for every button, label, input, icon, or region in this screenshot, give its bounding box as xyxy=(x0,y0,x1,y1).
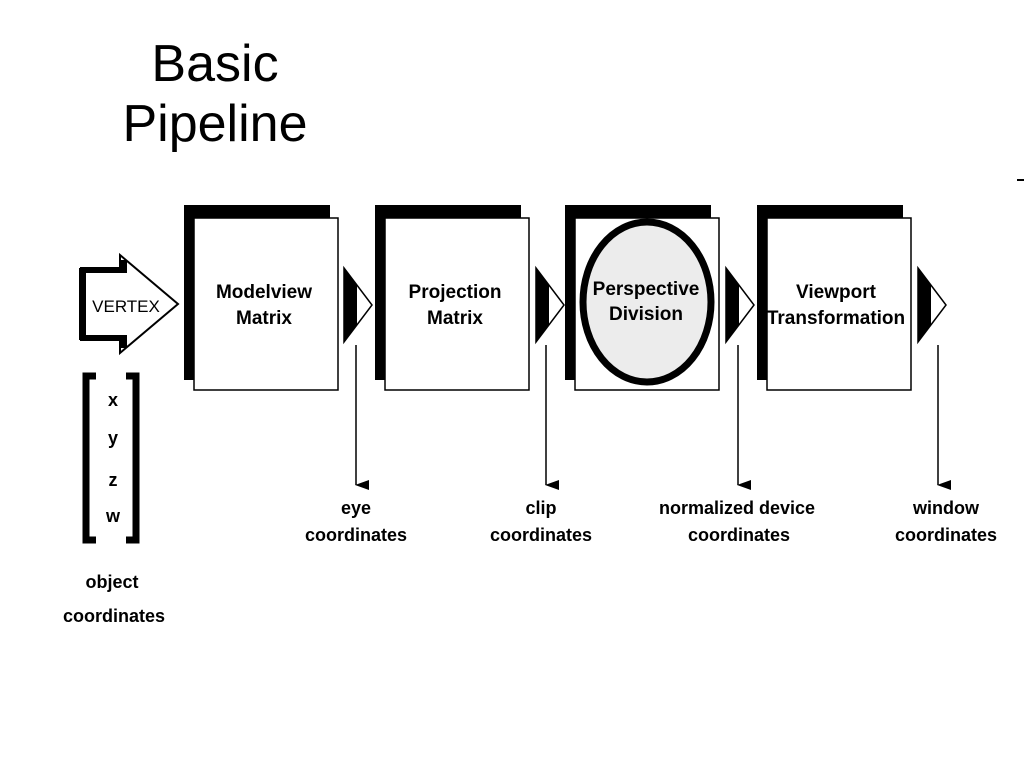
stage-viewport: Viewport Transformation xyxy=(757,205,912,391)
stage-viewport-line-2: Transformation xyxy=(767,308,905,329)
connector-arrow-4 xyxy=(917,265,947,345)
output-window-line-1: window xyxy=(912,498,980,518)
stage-perspective-highlight-ring xyxy=(579,218,715,386)
stage-modelview-line-2: Matrix xyxy=(236,308,292,329)
output-ndc-line-2: coordinates xyxy=(688,525,790,545)
stage-perspective-line-2: Division xyxy=(609,304,683,325)
output-eye-line-2: coordinates xyxy=(305,525,407,545)
connector-arrow-3 xyxy=(725,265,755,345)
stage-modelview: Modelview Matrix xyxy=(184,205,339,391)
stage-projection-line-1: Projection xyxy=(409,282,502,303)
connector-arrow-2 xyxy=(535,265,565,345)
vector-z: z xyxy=(109,470,118,490)
vector-x: x xyxy=(108,390,118,410)
object-caption-line-2: coordinates xyxy=(63,606,165,626)
vector-y: y xyxy=(108,428,118,448)
vertex-arrow: VERTEX xyxy=(79,252,180,356)
slide-title-line-1: Basic xyxy=(151,35,279,93)
stage-viewport-line-1: Viewport xyxy=(796,282,877,303)
stage-projection: Projection Matrix xyxy=(375,205,530,391)
stage-perspective: Perspective Division xyxy=(565,205,720,391)
stage-modelview-line-1: Modelview xyxy=(216,282,312,303)
slide-title-line-2: Pipeline xyxy=(122,95,308,153)
output-clip-line-2: coordinates xyxy=(490,525,592,545)
output-window-line-2: coordinates xyxy=(895,525,997,545)
output-eye-line-1: eye xyxy=(341,498,371,518)
decorative-dash xyxy=(1017,179,1024,181)
slide-title: Basic Pipeline xyxy=(60,34,370,154)
stage-projection-line-2: Matrix xyxy=(427,308,483,329)
vertex-vector: x y z w xyxy=(82,372,140,544)
output-clip-line-1: clip xyxy=(525,498,556,518)
connector-arrow-1 xyxy=(343,265,373,345)
stage-perspective-line-1: Perspective xyxy=(593,279,700,300)
vertex-label: VERTEX xyxy=(92,297,160,316)
output-ndc-line-1: normalized device xyxy=(659,498,815,518)
vector-w: w xyxy=(105,506,121,526)
object-caption-line-1: object xyxy=(85,572,138,592)
